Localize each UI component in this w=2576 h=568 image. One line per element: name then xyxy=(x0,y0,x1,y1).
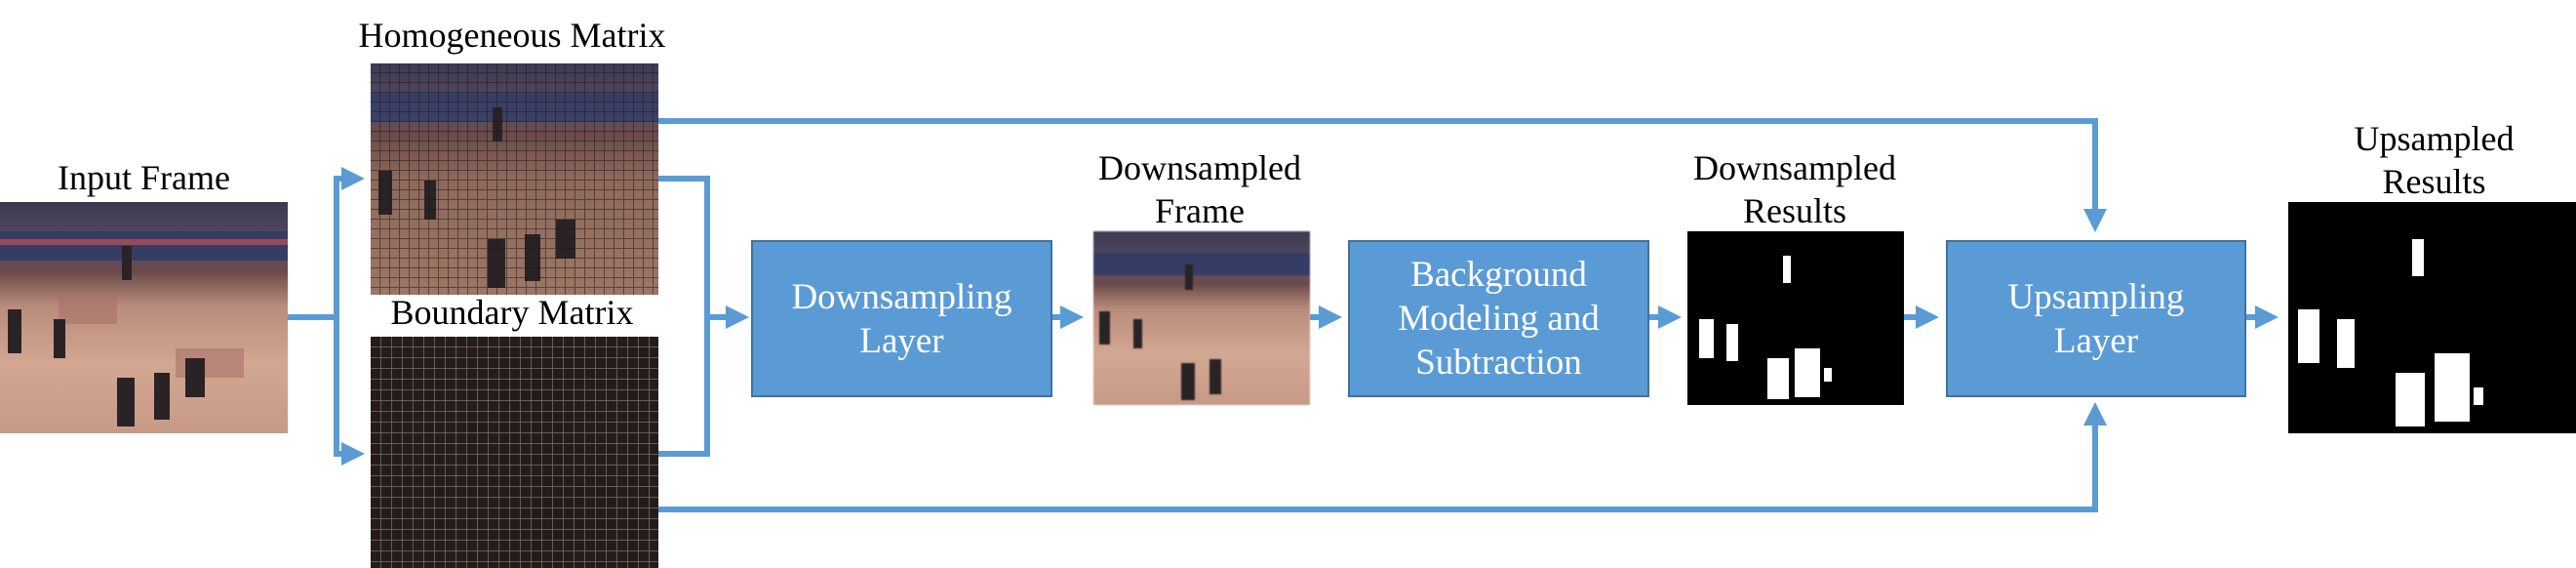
upsampling-line-1: Upsampling xyxy=(2007,276,2185,317)
background-line-2: Modeling and xyxy=(1398,299,1600,339)
upsampled-results-image xyxy=(2288,202,2576,433)
arrow-boundary-merge xyxy=(658,317,710,457)
downsampled-frame-line-1: Downsampled xyxy=(1098,148,1301,187)
homogeneous-matrix-image xyxy=(371,63,658,295)
background-line-1: Background xyxy=(1410,255,1587,295)
upsampling-layer-box: Upsampling Layer xyxy=(1946,240,2246,397)
boundary-matrix-label: Boundary Matrix xyxy=(390,293,634,332)
arrow-boundary-to-upsampling xyxy=(658,402,2107,512)
downsampled-results-label: Downsampled Results xyxy=(1648,146,1941,232)
downsampled-frame-label: Downsampled Frame xyxy=(1058,146,1341,232)
downsampled-results-line-1: Downsampled xyxy=(1693,148,1896,187)
downsampled-frame-image xyxy=(1093,231,1310,405)
background-line-3: Subtraction xyxy=(1415,343,1582,383)
boundary-matrix-image xyxy=(371,337,658,568)
downsampled-frame-line-2: Frame xyxy=(1155,191,1245,230)
downsampling-line-1: Downsampling xyxy=(791,276,1012,317)
downsampled-results-image xyxy=(1687,231,1904,405)
arrow-to-boundary xyxy=(334,317,365,466)
arrow-homogeneous-to-upsampling xyxy=(658,118,2107,232)
arrow-homogeneous-merge xyxy=(658,176,710,317)
input-frame-label: Input Frame xyxy=(58,158,230,197)
downsampling-line-2: Layer xyxy=(859,320,944,361)
upsampled-results-label: Upsampled Results xyxy=(2292,117,2576,203)
arrow-to-homogeneous xyxy=(334,167,365,317)
homogeneous-matrix-label: Homogeneous Matrix xyxy=(358,16,666,55)
background-modeling-box: Background Modeling and Subtraction xyxy=(1348,240,1649,397)
upsampling-line-2: Layer xyxy=(2053,320,2139,361)
downsampled-results-line-2: Results xyxy=(1742,191,1846,230)
downsampling-layer-box: Downsampling Layer xyxy=(751,240,1052,397)
upsampled-results-line-2: Results xyxy=(2382,162,2486,201)
input-frame-image xyxy=(0,202,288,433)
upsampled-results-line-1: Upsampled xyxy=(2354,119,2515,158)
